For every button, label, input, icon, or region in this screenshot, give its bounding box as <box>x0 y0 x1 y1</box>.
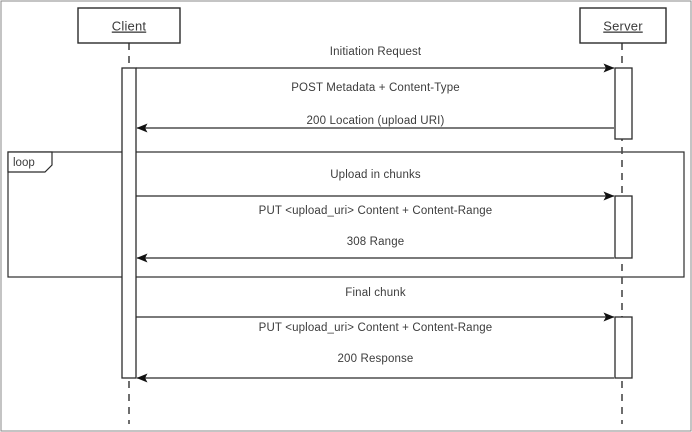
lifelines-layer <box>128 43 623 424</box>
activation-bar-server-2 <box>614 195 633 259</box>
message-m6: Final chunk <box>345 287 406 299</box>
participant-box[interactable] <box>579 7 667 44</box>
message-label: 200 Response <box>338 353 414 365</box>
message-m2: 200 Location (upload URI) <box>136 115 614 133</box>
message-label: POST Metadata + Content-Type <box>291 82 460 94</box>
message-m4: PUT <upload_uri> Content + Content-Range <box>136 191 615 217</box>
participant-client[interactable]: Client <box>77 7 181 44</box>
activations-layer <box>121 67 633 379</box>
fragment-operator-tab <box>7 151 53 173</box>
loop-fragment: loop <box>7 151 685 278</box>
message-m7: PUT <upload_uri> Content + Content-Range <box>136 312 615 334</box>
actors-layer: Client Server <box>77 7 667 44</box>
message-label: 200 Location (upload URI) <box>307 115 445 127</box>
activation-bar-client-0 <box>121 67 137 379</box>
activation-bar-server-3 <box>614 316 633 379</box>
participant-box[interactable] <box>77 7 181 44</box>
message-m8: 200 Response <box>136 353 614 383</box>
message-m3: Upload in chunks <box>330 169 421 181</box>
fragment-operator-label: loop <box>13 157 35 169</box>
participant-label: Server <box>603 19 643 34</box>
message-label: PUT <upload_uri> Content + Content-Range <box>259 205 493 217</box>
message-m0: Initiation Request <box>330 46 422 58</box>
activation-bar-server-1 <box>614 67 633 140</box>
message-label: 308 Range <box>347 236 405 248</box>
fragments-layer: loop <box>7 151 685 278</box>
fragment-border <box>7 151 685 278</box>
participant-server[interactable]: Server <box>579 7 667 44</box>
message-label: PUT <upload_uri> Content + Content-Range <box>259 322 493 334</box>
message-label: Upload in chunks <box>330 169 421 181</box>
message-m5: 308 Range <box>136 236 614 263</box>
message-label: Final chunk <box>345 287 406 299</box>
message-label: Initiation Request <box>330 46 422 58</box>
participant-label: Client <box>112 19 147 34</box>
message-m1: POST Metadata + Content-Type <box>136 63 615 94</box>
